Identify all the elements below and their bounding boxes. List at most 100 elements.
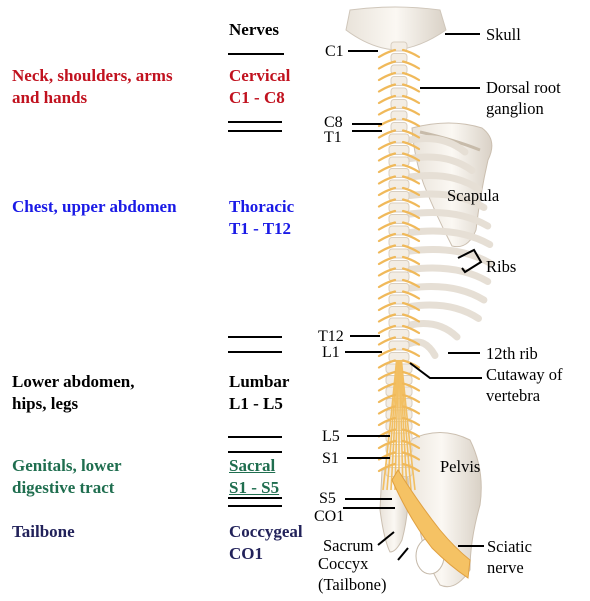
nerve-root — [401, 117, 421, 128]
cauda-strand — [382, 359, 398, 491]
cauda-strand — [386, 359, 398, 491]
nerve-root — [377, 313, 397, 323]
nerve-root — [377, 175, 397, 185]
cauda-strand — [400, 359, 416, 491]
rib — [406, 264, 492, 285]
nerve-root — [401, 405, 421, 415]
nerve-root — [401, 209, 421, 220]
rib — [406, 301, 483, 322]
nerve-root — [401, 267, 421, 277]
nerve-root — [377, 278, 397, 289]
area-cervical-line1: Neck, shoulders, arms — [12, 66, 173, 85]
cauda-strand — [400, 359, 412, 491]
nerve-root — [401, 186, 421, 197]
label-12th-rib: 12th rib — [486, 344, 538, 363]
nerve-root — [377, 370, 397, 381]
label-dorsal-root-line2: ganglion — [486, 99, 544, 118]
nerve-root — [401, 255, 421, 266]
sciatic-nerve-shape — [391, 469, 471, 579]
nerve-root — [377, 94, 397, 105]
label-cutaway-line2: vertebra — [486, 386, 541, 405]
nerve-root — [401, 336, 421, 346]
nerve-root — [377, 439, 397, 450]
label-co1: CO1 — [314, 508, 345, 525]
nerve-root — [401, 60, 421, 70]
label-dorsal-root-line1: Dorsal root — [486, 78, 561, 97]
nerve-root — [377, 48, 397, 59]
nerve-root — [377, 106, 397, 116]
nerve-root — [377, 221, 397, 231]
rib — [406, 283, 488, 304]
nerve-root — [377, 117, 397, 128]
area-lumbar-line2: hips, legs — [12, 394, 79, 413]
nerve-coccygeal-name: Coccygeal — [229, 522, 303, 541]
nerve-coccygeal-range: CO1 — [229, 544, 263, 563]
label-sciatic-line2: nerve — [487, 558, 524, 577]
nerve-root — [377, 198, 397, 208]
nerve-root — [401, 347, 421, 358]
nerve-lumbar-name: Lumbar — [229, 372, 290, 391]
nerve-lumbar-range: L1 - L5 — [229, 394, 283, 413]
label-ribs: Ribs — [486, 257, 517, 276]
nerve-root — [377, 405, 397, 415]
area-thoracic: Chest, upper abdomen — [12, 196, 177, 218]
nerve-root — [377, 140, 397, 151]
rib — [406, 172, 483, 193]
rib — [406, 153, 476, 174]
skull-base — [345, 6, 447, 51]
area-coccygeal: Tailbone — [12, 521, 75, 543]
nerve-root — [377, 347, 397, 358]
nerve-root — [401, 232, 421, 243]
label-coccyx: Coccyx (Tailbone) — [318, 553, 386, 595]
nerve-root — [401, 71, 421, 82]
nerve-root — [377, 152, 397, 162]
nerve-root — [377, 244, 397, 254]
label-t1: T1 — [324, 129, 342, 146]
label-sciatic-nerve: Sciatic nerve — [487, 536, 532, 578]
rib — [406, 320, 461, 341]
nerve-sacral-range: S1 - S5 — [229, 478, 280, 497]
nerve-root — [401, 462, 421, 473]
area-sacral-line2: digestive tract — [12, 478, 115, 497]
nerve-root — [377, 163, 397, 174]
nerve-root — [377, 336, 397, 346]
label-c1: C1 — [325, 43, 344, 60]
nerve-root — [377, 60, 397, 70]
area-sacral-line1: Genitals, lower — [12, 456, 122, 475]
rib — [406, 135, 469, 156]
nerve-coccygeal: Coccygeal CO1 — [229, 521, 303, 565]
label-s5: S5 — [319, 490, 336, 507]
label-scapula: Scapula — [447, 186, 500, 205]
nerve-cervical-name: Cervical — [229, 66, 291, 85]
nerve-root — [377, 324, 397, 335]
nerve-root — [401, 140, 421, 151]
nerve-root — [377, 393, 397, 404]
label-cutaway-line1: Cutaway of — [486, 365, 563, 384]
label-l1: L1 — [322, 344, 340, 361]
nerve-cervical-range: C1 - C8 — [229, 88, 285, 107]
nerve-root — [377, 267, 397, 277]
rib — [406, 338, 439, 359]
nerve-root — [401, 163, 421, 174]
nerve-root — [401, 313, 421, 323]
nerve-root — [401, 290, 421, 300]
label-cutaway-vertebra: Cutaway of vertebra — [486, 364, 563, 406]
nerve-root — [401, 83, 421, 93]
cauda-strand — [399, 359, 408, 491]
nerve-root — [377, 301, 397, 312]
cauda-strand — [390, 359, 399, 491]
nerve-root — [377, 209, 397, 220]
area-coccygeal-line1: Tailbone — [12, 522, 75, 541]
nerve-thoracic-range: T1 - T12 — [229, 219, 292, 238]
nerve-root — [401, 198, 421, 208]
label-t12: T12 — [318, 328, 344, 345]
nerve-sacral: Sacral S1 - S5 — [229, 455, 279, 499]
cauda-equina — [382, 359, 416, 491]
nerve-root — [377, 83, 397, 93]
nerve-root — [401, 244, 421, 254]
ribs-group — [406, 135, 494, 359]
nerve-root — [401, 94, 421, 105]
label-c8: C8 — [324, 114, 343, 131]
rib — [406, 209, 492, 230]
